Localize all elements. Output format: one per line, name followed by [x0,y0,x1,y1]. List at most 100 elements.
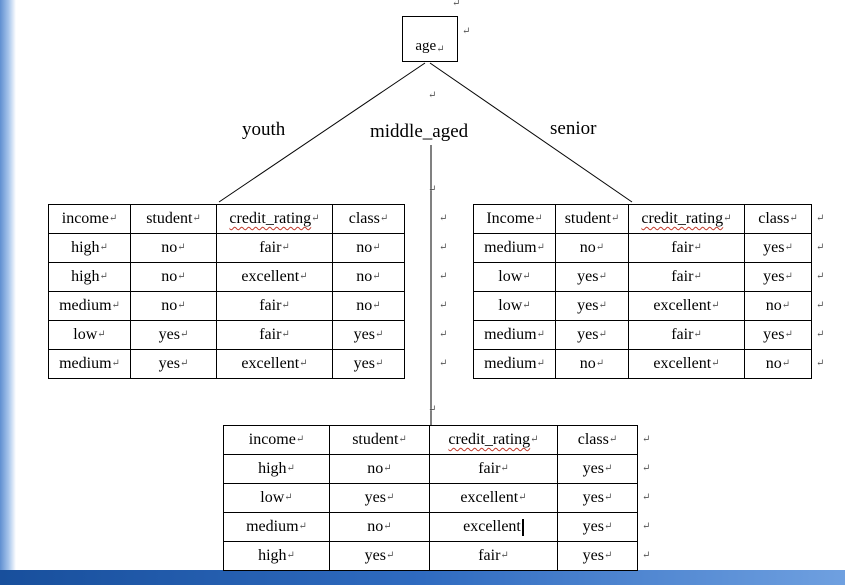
root-node-age: age↵ [402,16,458,62]
branch-label-middle-aged: middle_aged [370,121,469,142]
return-mark: ↵ [642,463,651,474]
table-cell: yes↵ [557,454,638,484]
table-cell: yes↵ [744,233,812,263]
table-cell: no↵ [329,454,430,484]
table-cell: yes↵ [744,320,812,350]
table-cell: no↵ [130,233,217,263]
table-row: medium↵ no↵ excellent yes↵ [223,512,638,542]
table-row: high↵ no↵ fair↵ yes↵ [223,454,638,484]
table-header-row: income↵ student↵ credit_rating↵ class↵ [48,204,405,234]
table-row: medium↵ yes↵ excellent↵ yes↵ [48,349,405,379]
table-cell: high↵ [223,541,330,571]
table-cell: no↵ [130,291,217,321]
table-cell: medium↵ [223,512,330,542]
return-mark: ↵ [816,300,825,311]
table-cell: low↵ [223,483,330,513]
header-cell: class↵ [744,204,812,234]
table-cell: high↵ [48,233,131,263]
table-cell: yes↵ [555,262,629,292]
table-row: high↵ no↵ fair↵ no↵ [48,233,405,263]
table-cell: medium↵ [473,233,556,263]
table-cell: yes↵ [332,349,405,379]
table-row: high↵ no↵ excellent↵ no↵ [48,262,405,292]
table-cell: medium↵ [48,349,131,379]
table-cell: fair↵ [429,541,558,571]
table-cell: yes↵ [332,320,405,350]
table-row: low↵ yes↵ excellent↵ no↵ [473,291,812,321]
return-mark: ↵ [436,44,445,55]
table-cell: fair↵ [216,320,333,350]
table-cell: fair↵ [216,233,333,263]
table-cell: yes↵ [130,320,217,350]
slide-left-edge [0,0,16,585]
return-mark: ↵ [642,492,651,503]
table-cell: no↵ [130,262,217,292]
table-senior: Income↵ student↵ credit_rating↵ class↵ m… [473,204,812,379]
table-row: medium↵ no↵ excellent↵ no↵ [473,349,812,379]
table-cell: no↵ [555,349,629,379]
header-cell: student↵ [329,425,430,455]
table-row: low↵ yes↵ fair↵ yes↵ [473,262,812,292]
table-cell: excellent↵ [216,349,333,379]
table-cell: yes↵ [555,291,629,321]
header-cell: credit_rating↵ [216,204,333,234]
table-cell: high↵ [223,454,330,484]
table-row: low↵ yes↵ fair↵ yes↵ [48,320,405,350]
table-cell: fair↵ [628,320,745,350]
header-cell: credit_rating↵ [429,425,558,455]
return-mark: ↵ [452,0,461,9]
table-row: high↵ yes↵ fair↵ yes↵ [223,541,638,571]
table-cell: yes↵ [555,320,629,350]
table-header-row: income↵ student↵ credit_rating↵ class↵ [223,425,638,455]
return-mark: ↵ [816,329,825,340]
return-mark: ↵ [439,358,448,369]
header-cell: class↵ [557,425,638,455]
table-cell: fair↵ [628,262,745,292]
slide-bottom-bar [0,570,845,585]
return-mark: ↵ [439,271,448,282]
table-cell: yes↵ [557,512,638,542]
table-header-row: Income↵ student↵ credit_rating↵ class↵ [473,204,812,234]
table-cell: low↵ [48,320,131,350]
table-cell: yes↵ [557,483,638,513]
table-youth: income↵ student↵ credit_rating↵ class↵ h… [48,204,405,379]
table-cell: fair↵ [216,291,333,321]
table-cell: low↵ [473,262,556,292]
table-cell: medium↵ [48,291,131,321]
table-row: low↵ yes↵ excellent↵ yes↵ [223,483,638,513]
table-cell: high↵ [48,262,131,292]
table-cell: excellent↵ [216,262,333,292]
return-mark: ↵ [816,213,825,224]
return-mark: ↵ [428,90,437,101]
table-cell: no↵ [332,291,405,321]
header-cell: income↵ [223,425,330,455]
table-cell: no↵ [744,349,812,379]
table-cell: medium↵ [473,349,556,379]
header-cell: credit_rating↵ [628,204,745,234]
table-cell: no↵ [329,512,430,542]
return-mark: ↵ [439,300,448,311]
return-mark: ↵ [642,521,651,532]
root-node-label: age [415,38,437,54]
table-cell: no↵ [744,291,812,321]
text-cursor [521,518,524,536]
return-mark: ↵ [816,358,825,369]
table-cell: no↵ [332,262,405,292]
table-cell: excellent↵ [429,483,558,513]
return-mark: ↵ [816,271,825,282]
return-mark: ↵ [428,404,437,415]
branch-label-senior: senior [550,118,597,139]
edge-youth [218,62,426,203]
header-cell: Income↵ [473,204,556,234]
table-cell: yes↵ [329,483,430,513]
table-cell: excellent↵ [628,291,745,321]
header-cell: class↵ [332,204,405,234]
table-cell: medium↵ [473,320,556,350]
branch-label-youth: youth [242,119,286,140]
return-mark: ↵ [439,242,448,253]
table-row: medium↵ no↵ fair↵ no↵ [48,291,405,321]
table-cell: no↵ [555,233,629,263]
table-cell: yes↵ [557,541,638,571]
return-mark: ↵ [439,213,448,224]
